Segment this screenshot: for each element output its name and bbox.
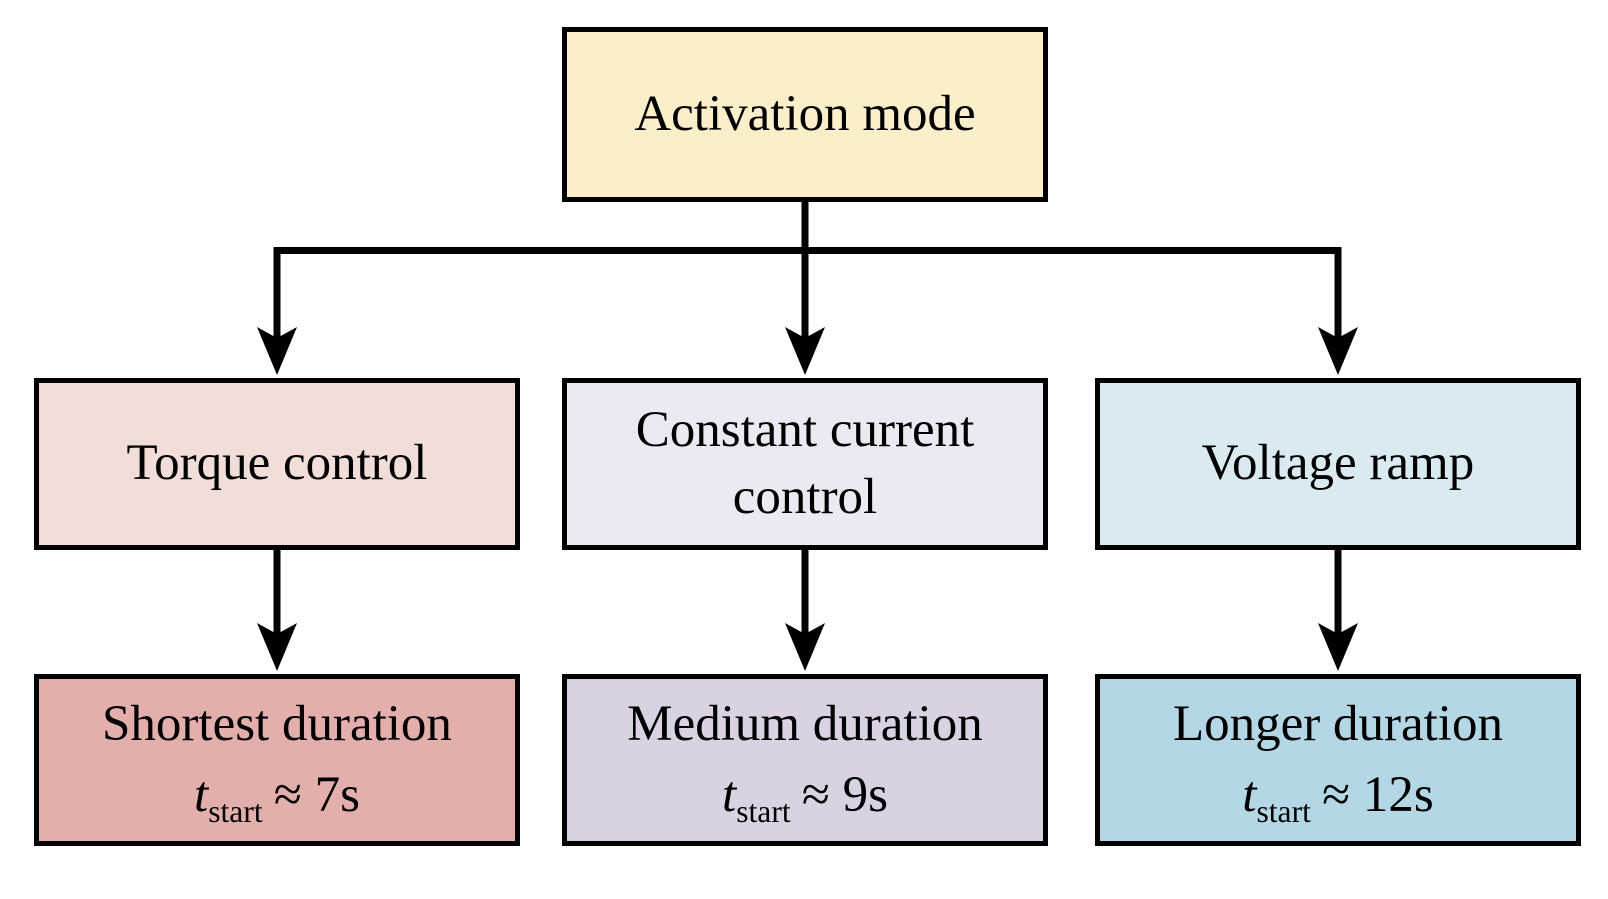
node-torque-control: Torque control (34, 378, 520, 550)
node-constant-current-control: Constant current control (562, 378, 1048, 550)
start-time-formula: tstart ≈ 12s (1242, 762, 1433, 829)
t-subscript: start (736, 794, 791, 830)
node-label: Torque control (126, 435, 428, 492)
node-label: Constant current control (635, 401, 975, 525)
t-variable: t (1242, 767, 1257, 823)
node-longer-duration: Longer duration tstart ≈ 12s (1095, 674, 1581, 846)
node-label: Medium duration (627, 695, 983, 752)
node-label: Voltage ramp (1201, 435, 1475, 492)
start-time-formula: tstart ≈ 7s (194, 762, 360, 829)
t-subscript: start (208, 794, 263, 830)
start-time-formula: tstart ≈ 9s (722, 762, 888, 829)
t-variable: t (194, 767, 209, 823)
node-voltage-ramp: Voltage ramp (1095, 378, 1581, 550)
approx-value: ≈ 12s (1322, 767, 1434, 823)
node-medium-duration: Medium duration tstart ≈ 9s (562, 674, 1048, 846)
node-shortest-duration: Shortest duration tstart ≈ 7s (34, 674, 520, 846)
node-label: Shortest duration (102, 695, 452, 752)
approx-value: ≈ 7s (273, 767, 360, 823)
node-activation-mode: Activation mode (562, 27, 1048, 202)
t-subscript: start (1256, 794, 1311, 830)
node-label: Activation mode (634, 85, 976, 142)
node-label: Longer duration (1173, 695, 1503, 752)
t-variable: t (722, 767, 737, 823)
approx-value: ≈ 9s (801, 767, 888, 823)
